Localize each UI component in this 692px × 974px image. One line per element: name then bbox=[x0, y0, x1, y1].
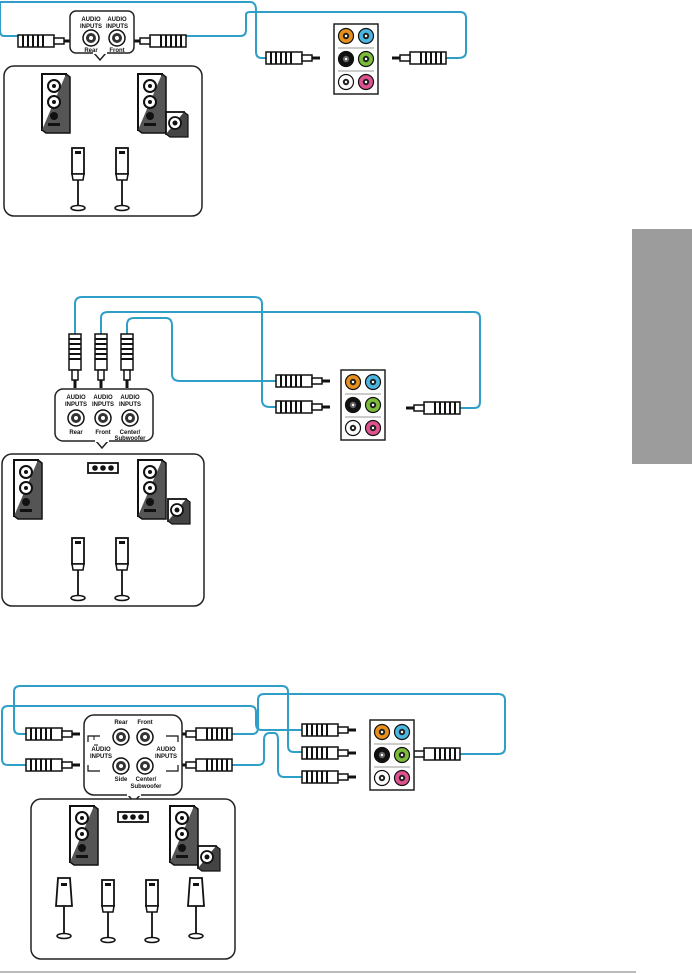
subwoofer-speaker bbox=[166, 112, 188, 137]
audio-plug bbox=[26, 728, 80, 740]
audio-plug bbox=[95, 334, 107, 388]
jack-label-mid: INPUTS bbox=[119, 402, 141, 408]
jack-label-top: AUDIO bbox=[93, 395, 113, 401]
jack-label-rear: Rear bbox=[69, 430, 83, 436]
audio-plug bbox=[178, 728, 232, 740]
subwoofer-speaker bbox=[168, 499, 190, 524]
center-subwoofer-input-jack bbox=[137, 758, 153, 774]
audio-plug bbox=[121, 334, 133, 388]
diagram-6-channel: AUDIO INPUTS Rear AUDIO INPUTS Front AUD… bbox=[2, 297, 480, 606]
jack-label-rear: Rear bbox=[114, 720, 128, 726]
front-left-speaker bbox=[42, 74, 70, 133]
rear-panel-audio-ports bbox=[341, 370, 385, 440]
jack-label-subwoofer: Subwoofer bbox=[115, 436, 147, 442]
audio-plug bbox=[276, 401, 330, 413]
diagram-8-channel: Rear Front AUDIO INPUTS AUDIO INPUTS Sid… bbox=[2, 686, 505, 959]
audio-label-right-bottom: INPUTS bbox=[155, 754, 177, 760]
front-input-jack bbox=[95, 410, 111, 426]
audio-plug bbox=[18, 35, 72, 47]
jack-label-top: AUDIO bbox=[66, 395, 86, 401]
subwoofer-speaker bbox=[198, 846, 220, 871]
center-speaker bbox=[118, 812, 148, 822]
side-input-jack bbox=[113, 758, 129, 774]
audio-plug bbox=[132, 35, 186, 47]
audio-label-right-top: AUDIO bbox=[156, 747, 176, 753]
jack-label-side: Side bbox=[115, 777, 128, 783]
audio-plug bbox=[302, 771, 356, 783]
jack-label-front: Front bbox=[109, 48, 124, 54]
jack-label-subwoofer: Subwoofer bbox=[131, 784, 163, 790]
front-right-speaker bbox=[170, 806, 198, 865]
jack-label-top: AUDIO bbox=[81, 17, 101, 23]
audio-plug bbox=[266, 52, 320, 64]
audio-plug bbox=[302, 724, 356, 736]
jack-label-rear: Rear bbox=[84, 48, 98, 54]
audio-plug bbox=[178, 759, 232, 771]
front-right-speaker bbox=[138, 74, 166, 133]
rear-panel-audio-ports bbox=[334, 24, 378, 94]
rear-input-jack bbox=[113, 729, 129, 745]
center-subwoofer-input-jack bbox=[122, 410, 138, 426]
jack-label-top: AUDIO bbox=[120, 395, 140, 401]
audio-plug bbox=[26, 759, 80, 771]
jack-label-front: Front bbox=[137, 720, 152, 726]
front-left-speaker bbox=[70, 806, 98, 865]
front-right-speaker bbox=[138, 460, 166, 519]
audio-label-left-bottom: INPUTS bbox=[90, 754, 112, 760]
audio-plug bbox=[276, 375, 330, 387]
rear-input-jack bbox=[68, 410, 84, 426]
front-left-speaker bbox=[14, 460, 42, 519]
jack-label-front: Front bbox=[95, 430, 110, 436]
jack-label-mid: INPUTS bbox=[92, 402, 114, 408]
diagram-4-channel: AUDIO INPUTS Rear AUDIO INPUTS Front bbox=[0, 2, 466, 216]
rear-input-jack bbox=[83, 30, 99, 46]
audio-plug bbox=[302, 747, 356, 759]
jack-label-center: Center/ bbox=[136, 777, 157, 783]
front-input-jack bbox=[137, 729, 153, 745]
audio-plug bbox=[406, 402, 460, 414]
jack-label-mid: INPUTS bbox=[106, 24, 128, 30]
jack-label-mid: INPUTS bbox=[80, 24, 102, 30]
audio-label-left-top: AUDIO bbox=[91, 747, 111, 753]
jack-label-mid: INPUTS bbox=[65, 402, 87, 408]
speaker-layout-box bbox=[4, 66, 202, 216]
audio-plug bbox=[392, 52, 446, 64]
cable-lines bbox=[2, 686, 505, 777]
jack-label-top: AUDIO bbox=[107, 17, 127, 23]
front-input-jack bbox=[109, 30, 125, 46]
rear-panel-audio-ports bbox=[370, 720, 414, 790]
audio-plug bbox=[69, 334, 81, 388]
center-speaker bbox=[88, 463, 118, 473]
